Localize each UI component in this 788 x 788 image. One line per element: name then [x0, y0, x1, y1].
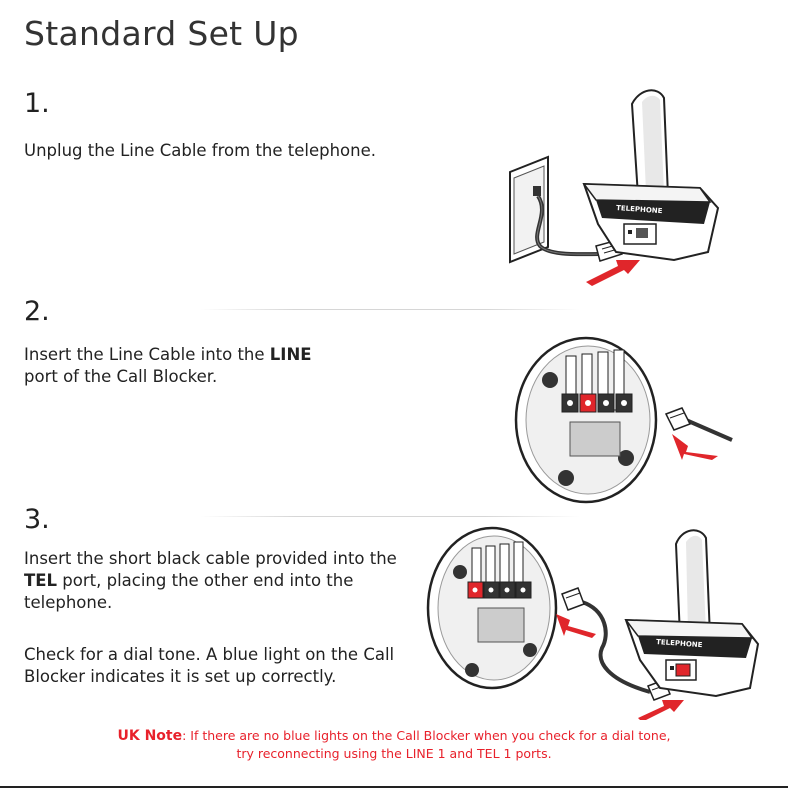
phone-handset: [630, 89, 670, 197]
short-black-cable: [581, 600, 651, 694]
step-1-text: Unplug the Line Cable from the telephone…: [24, 141, 377, 160]
step-1-number: 1.: [24, 88, 50, 119]
phone-label: TELEPHONE: [656, 638, 703, 649]
step-2-number: 2.: [24, 296, 50, 327]
red-arrow: [672, 434, 718, 460]
uk-note-line-1: : If there are no blue lights on the Cal…: [182, 728, 671, 743]
divider-2: [200, 516, 580, 517]
port-strip: [561, 349, 633, 413]
red-arrow: [586, 260, 640, 286]
step-3-illustration: TELEPHONE: [426, 526, 760, 720]
phone-base: TELEPHONE: [624, 618, 760, 698]
step-3-text-2: Check for a dial tone. A blue light on t…: [24, 645, 395, 686]
plug-top: [561, 587, 585, 611]
divider-1: [200, 309, 580, 310]
step-1-illustration: TELEPHONE: [509, 89, 720, 286]
step-3-text-after: port, placing the other end into the tel…: [24, 571, 354, 612]
call-blocker-back: [426, 526, 558, 690]
step-3-text-bold: TEL: [24, 571, 58, 590]
step-2-text-before: Insert the Line Cable into the: [24, 345, 270, 364]
phone-base: TELEPHONE: [582, 182, 720, 262]
uk-note: UK Note: If there are no blue lights on …: [0, 727, 788, 763]
call-blocker-back: [514, 336, 658, 504]
bottom-rule: [0, 786, 788, 788]
step-3-number: 3.: [24, 504, 50, 535]
step-2-text: Insert the Line Cable into the LINE port…: [24, 344, 364, 388]
label-panel: [569, 421, 621, 457]
page-title: Standard Set Up: [24, 14, 299, 53]
step-3-text: Insert the short black cable provided in…: [24, 548, 424, 614]
red-arrow-bottom: [638, 700, 684, 720]
step-3-text-before: Insert the short black cable provided in…: [24, 549, 397, 568]
uk-note-label: UK Note: [117, 728, 183, 744]
red-arrow-top: [556, 614, 596, 638]
phone-handset: [674, 529, 712, 637]
step-2-text-bold: LINE: [269, 345, 312, 364]
line-cable-plug: [664, 407, 733, 442]
step-2-text-after: port of the Call Blocker.: [24, 367, 218, 386]
step-2-illustration: [514, 336, 733, 504]
phone-label: TELEPHONE: [616, 204, 663, 215]
uk-note-line-2: try reconnecting using the LINE 1 and TE…: [236, 746, 552, 761]
